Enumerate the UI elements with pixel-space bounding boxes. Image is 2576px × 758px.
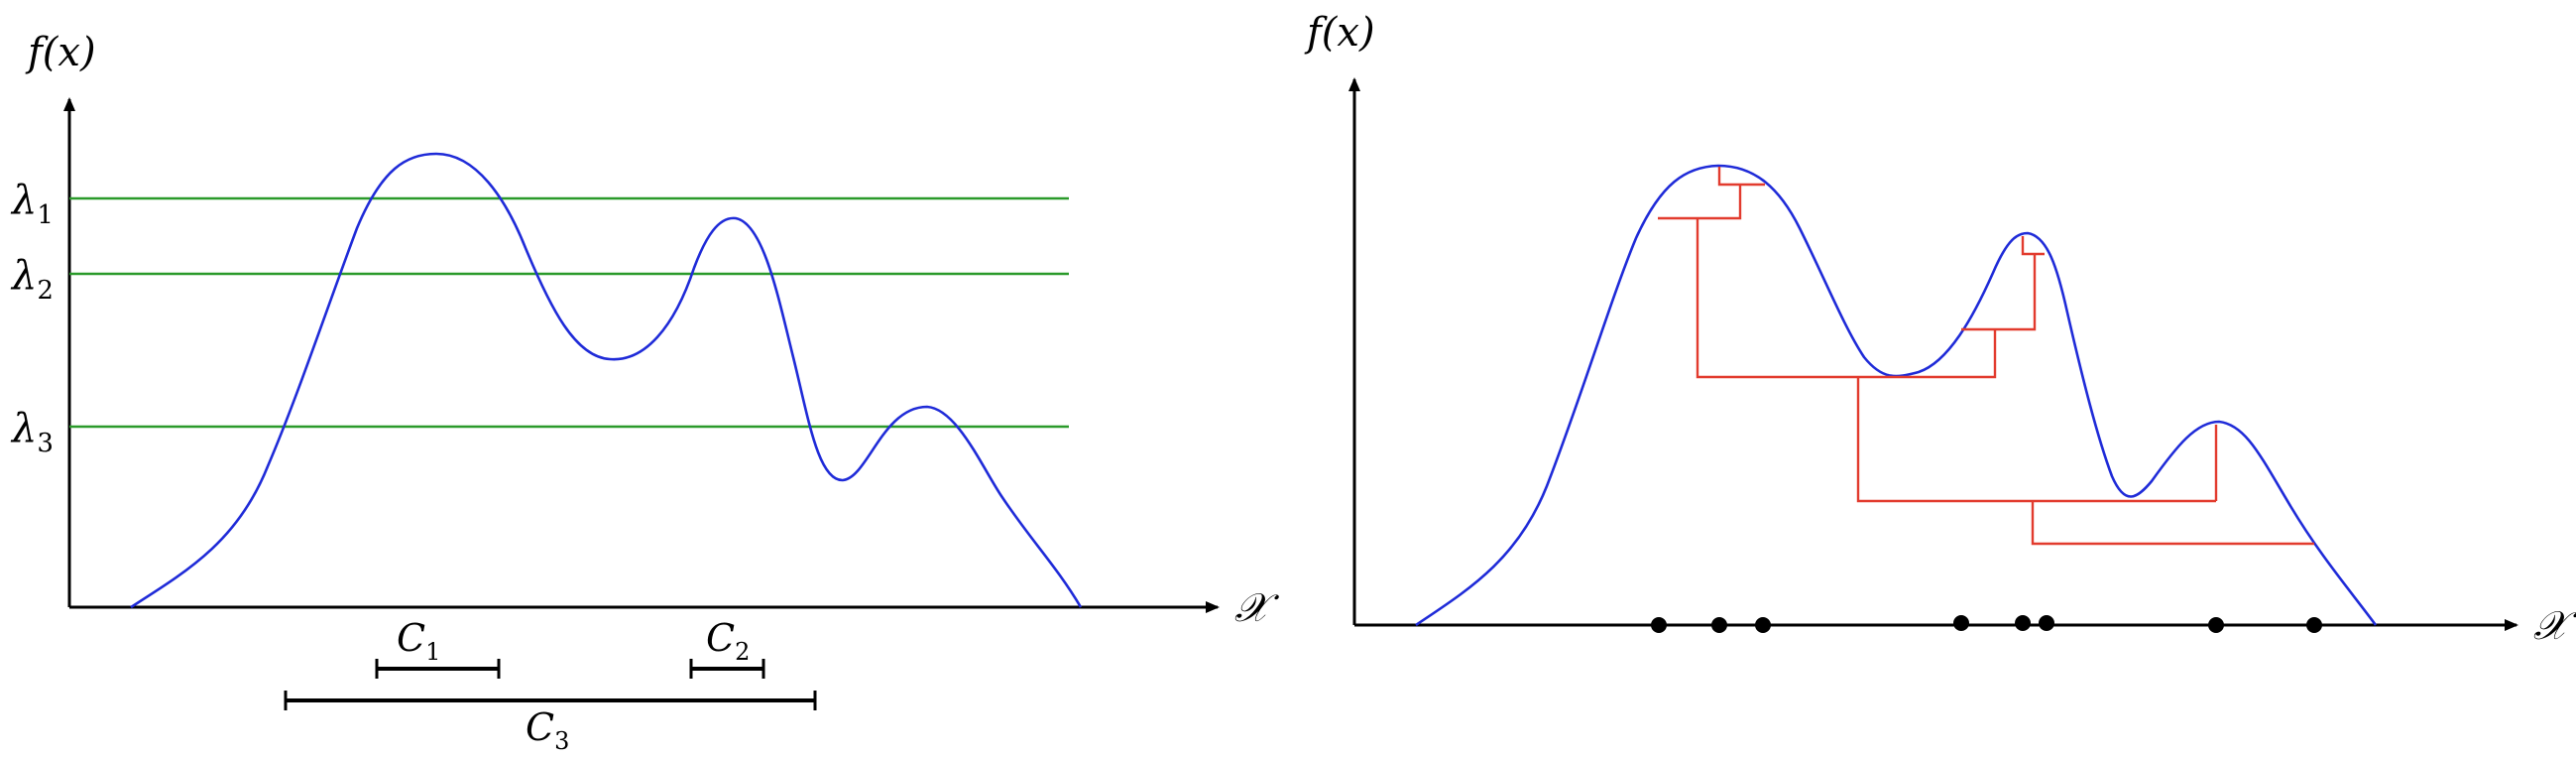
sample-point [1651, 617, 1667, 633]
right-y-axis-label: f(x) [1304, 10, 1375, 56]
cluster-label-c2: C2 [706, 616, 750, 666]
cluster-c2 [689, 659, 765, 679]
right-panel: f(x) 𝒳 [1304, 10, 2576, 649]
sample-point [2039, 615, 2054, 631]
level-label-1: λ1 [10, 178, 54, 230]
cluster-c1 [375, 659, 501, 679]
sample-point [1953, 615, 1969, 631]
left-panel: f(x) 𝒳 λ1 λ2 λ3 C1 [10, 30, 1280, 755]
cluster-label-c1: C1 [397, 616, 440, 666]
right-density-curve [1415, 164, 2378, 627]
right-x-axis-label: 𝒳 [2533, 603, 2576, 649]
cluster-label-c3: C3 [526, 705, 569, 755]
left-y-axis-label: f(x) [25, 30, 96, 75]
left-x-axis-label: 𝒳 [1234, 585, 1280, 631]
cluster-tree [1658, 167, 2314, 546]
left-density-curve [130, 152, 1083, 609]
sample-point [2306, 617, 2322, 633]
cluster-c3 [284, 691, 817, 710]
sample-points [1651, 615, 2322, 633]
sample-point [1755, 617, 1771, 633]
sample-point [1711, 617, 1727, 633]
sample-point [2015, 615, 2031, 631]
sample-point [2208, 617, 2224, 633]
level-label-3: λ3 [10, 406, 54, 458]
level-label-2: λ2 [10, 253, 54, 306]
